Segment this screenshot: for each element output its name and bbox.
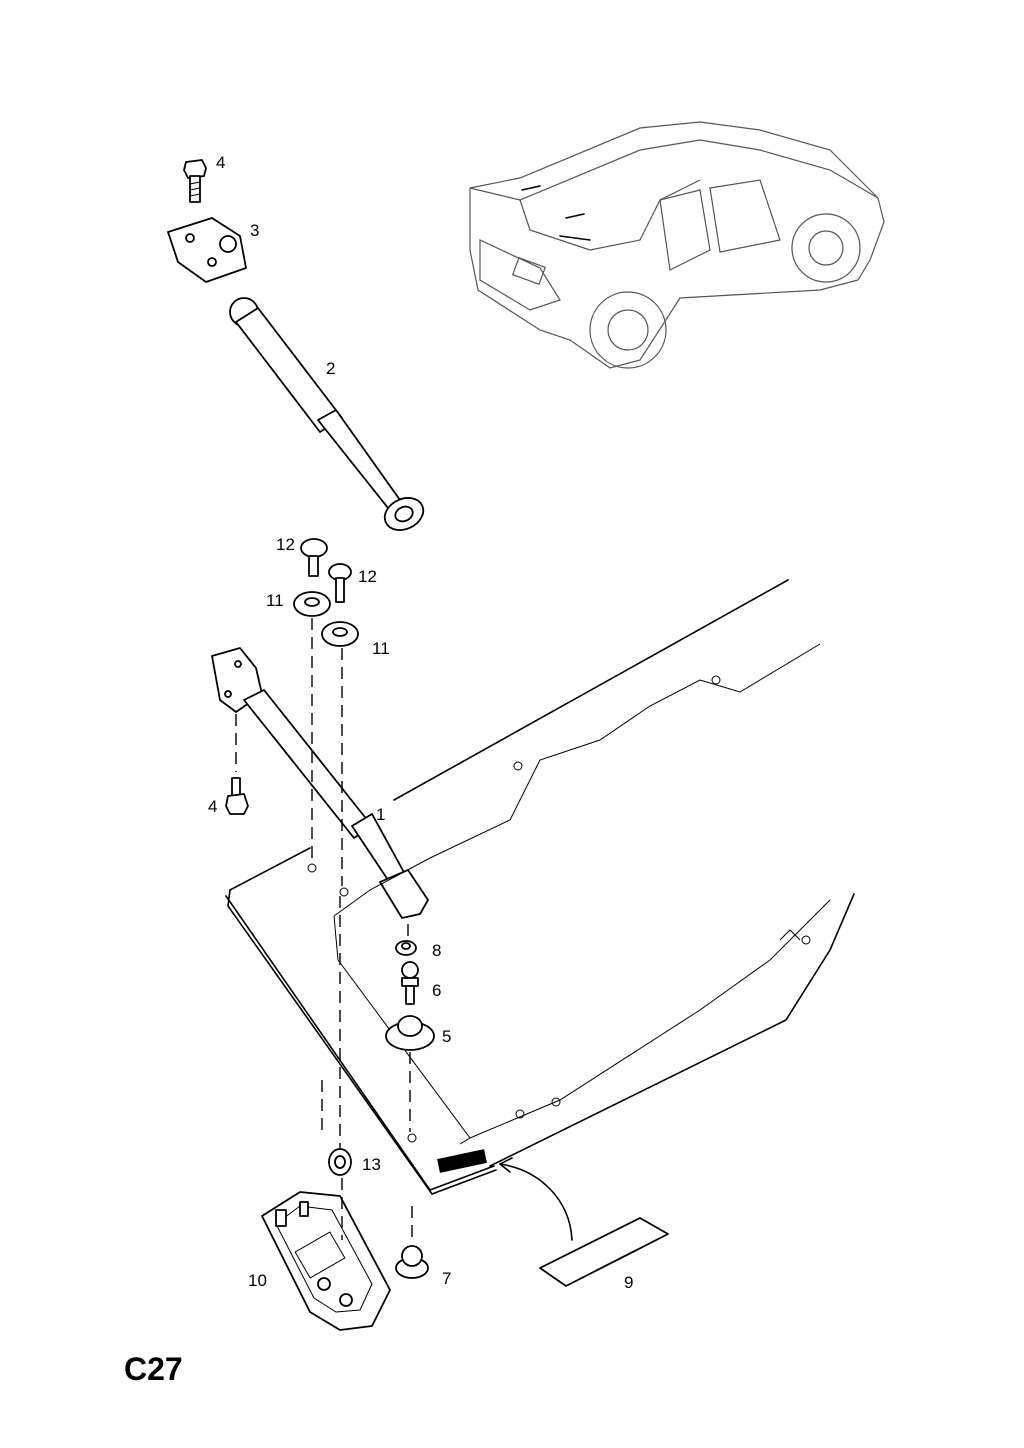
bushing-part-5 xyxy=(385,1015,435,1051)
label-part-9 xyxy=(499,1157,669,1287)
callout-3: 3 xyxy=(250,221,259,240)
assembly-center-lines xyxy=(235,618,413,1242)
bolt-part-4-upper xyxy=(183,159,207,203)
callout-1: 1 xyxy=(376,805,385,824)
bolt-part-4-lower xyxy=(225,777,249,815)
callout-2: 2 xyxy=(326,359,335,378)
screw-part-12-left xyxy=(300,538,328,577)
ball-stud-part-6 xyxy=(401,961,419,1005)
callout-11-left: 11 xyxy=(266,591,284,610)
callout-9: 9 xyxy=(624,1273,633,1292)
callout-5: 5 xyxy=(442,1027,451,1046)
callout-11-right: 11 xyxy=(372,639,390,658)
gas-strut-part-2 xyxy=(229,297,425,531)
screw-part-12-right xyxy=(328,563,352,603)
diagram-code: C27 xyxy=(124,1351,183,1387)
callout-12-right: 12 xyxy=(358,567,377,586)
callout-7: 7 xyxy=(442,1269,451,1288)
gas-strut-part-1 xyxy=(211,647,429,919)
callout-13: 13 xyxy=(362,1155,381,1174)
callout-4-upper: 4 xyxy=(216,153,225,172)
callout-12-left: 12 xyxy=(276,535,295,554)
callout-6: 6 xyxy=(432,981,441,1000)
callout-4-lower: 4 xyxy=(208,797,217,816)
bushing-part-7 xyxy=(395,1245,429,1279)
clip-part-8 xyxy=(395,940,417,956)
callout-10: 10 xyxy=(248,1271,267,1290)
vehicle-illustration xyxy=(469,121,885,369)
grommet-part-11-right xyxy=(321,621,359,647)
tailgate-panel xyxy=(225,579,855,1195)
bracket-part-3 xyxy=(167,217,247,283)
callout-8: 8 xyxy=(432,941,441,960)
handle-bracket-part-10 xyxy=(261,1191,391,1331)
grommet-part-11-left xyxy=(293,591,331,617)
nut-part-13 xyxy=(328,1148,352,1176)
